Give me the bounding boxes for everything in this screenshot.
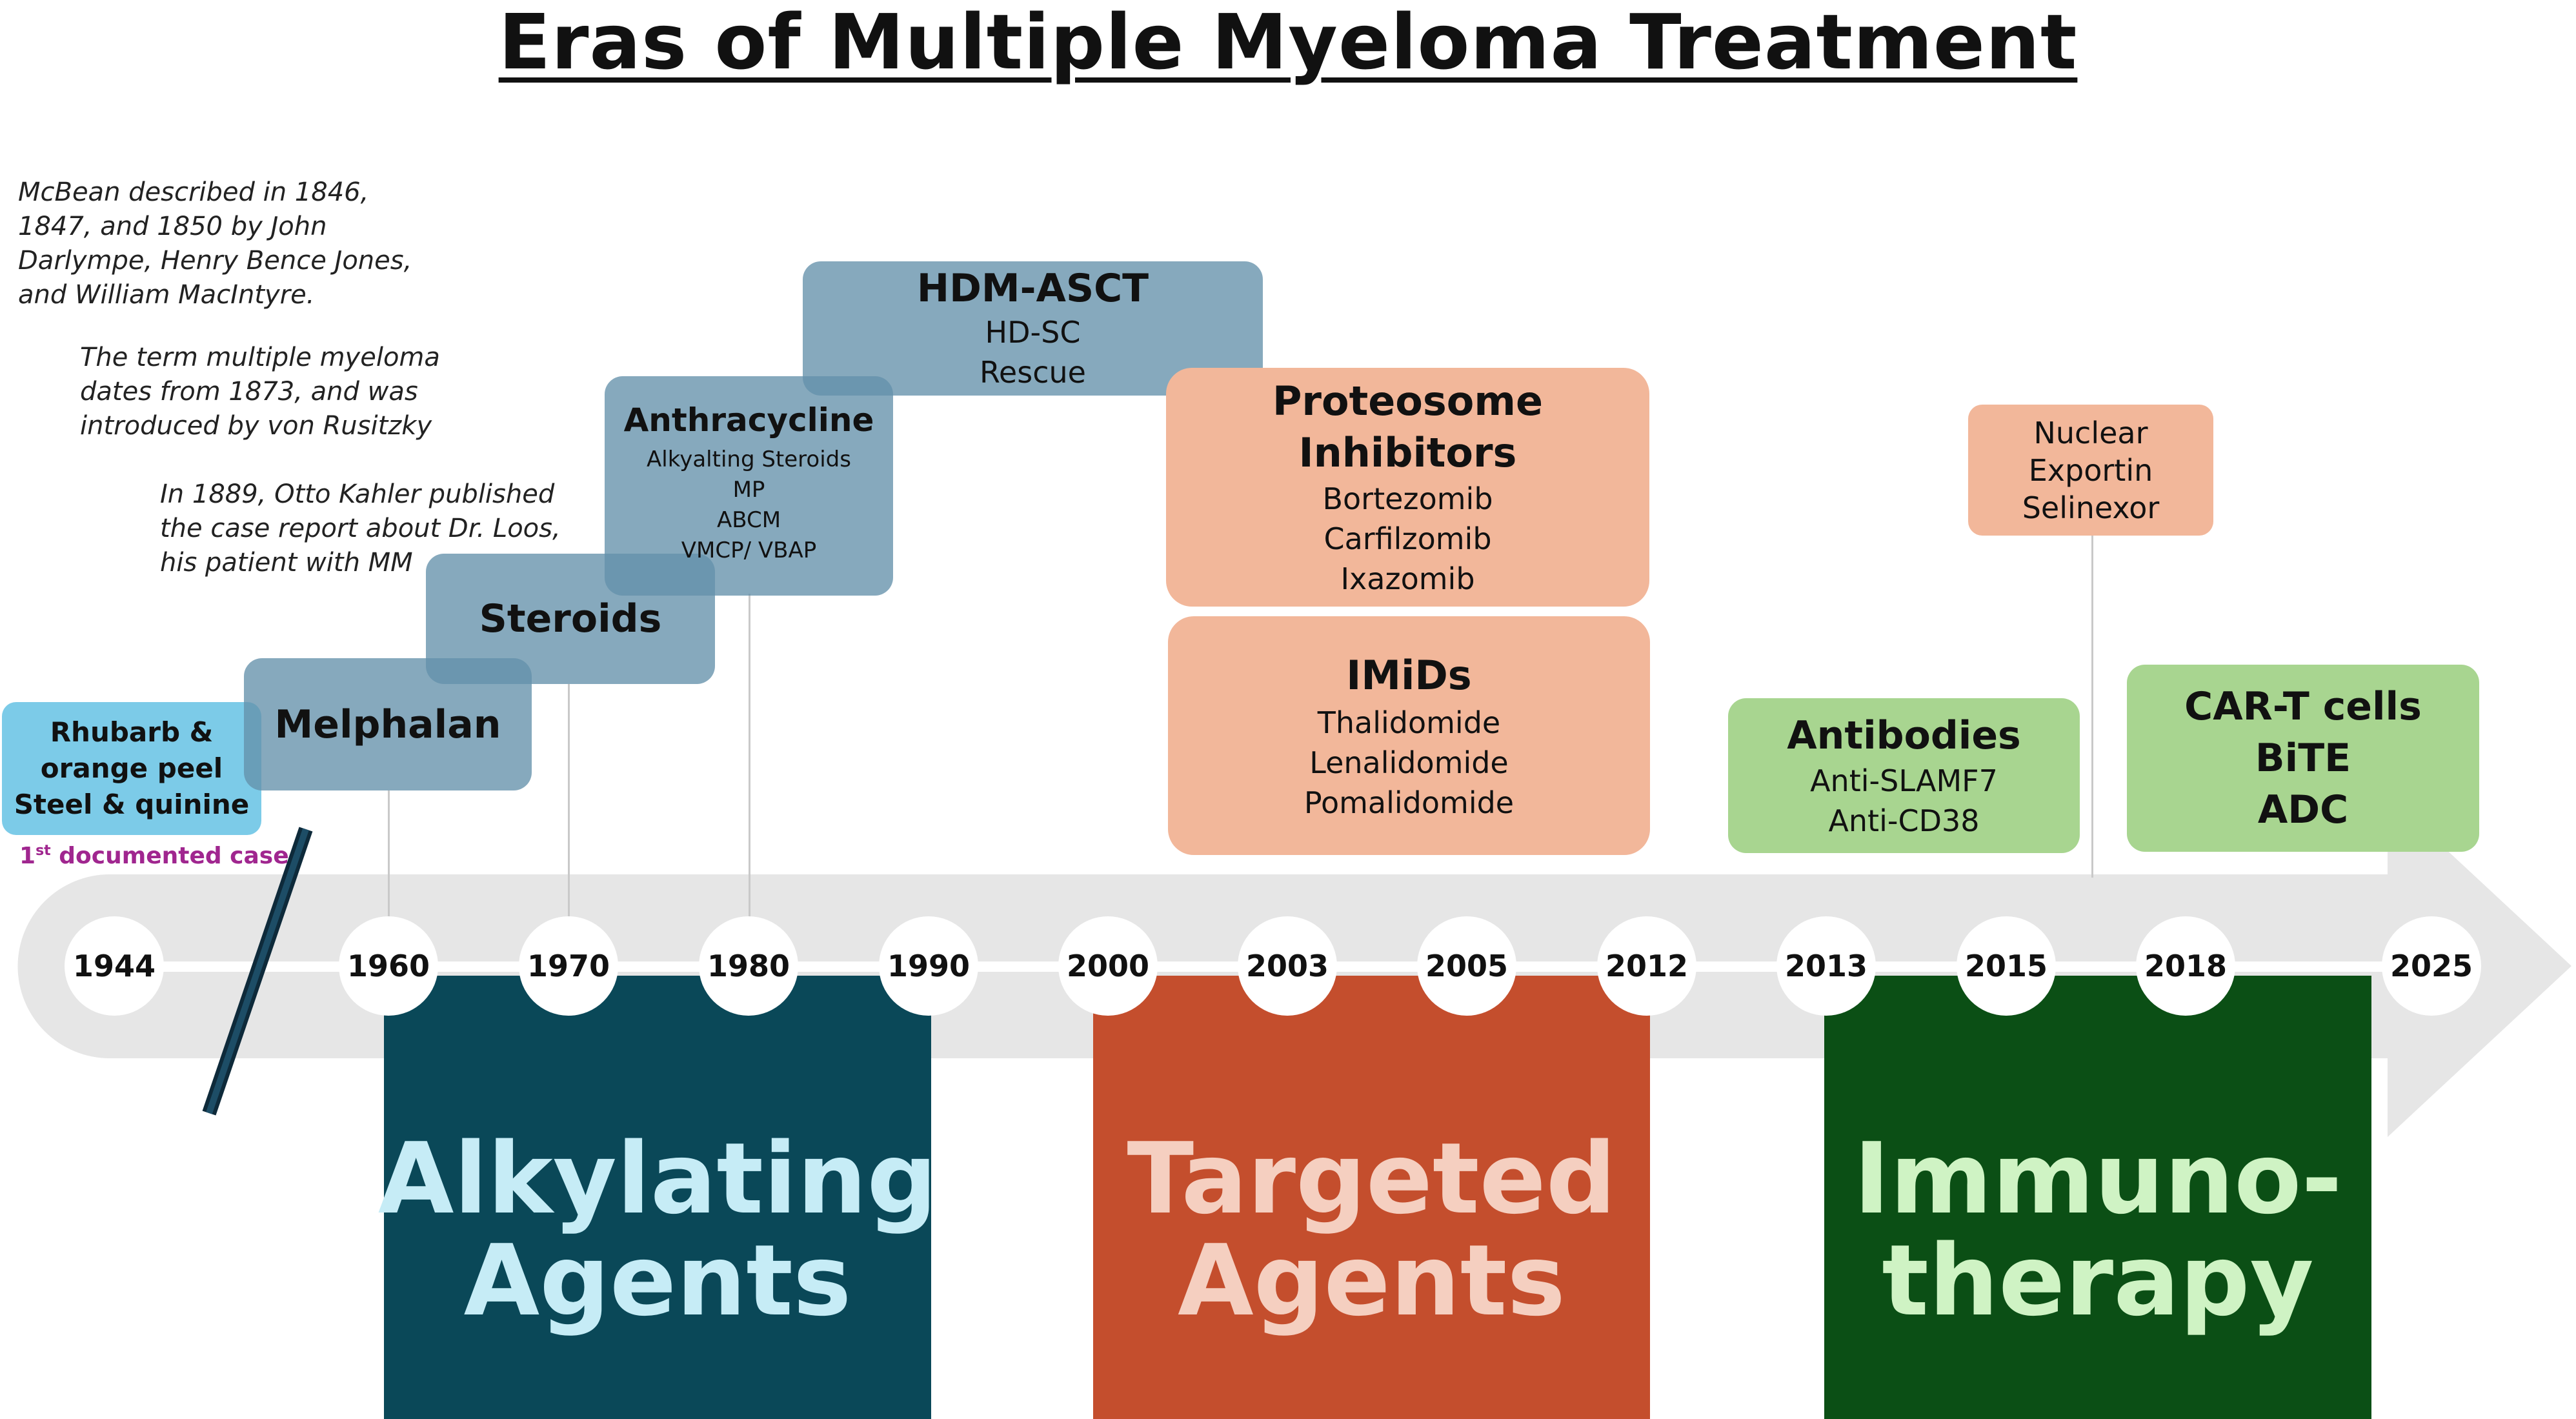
era-targeted-line1: Targeted — [1127, 1121, 1616, 1236]
timeline-node: 2015 — [1957, 916, 2056, 1016]
antibodies-box: Antibodies Anti-SLAMF7 Anti-CD38 — [1728, 698, 2080, 853]
cart-item: BiTE — [2255, 736, 2351, 781]
first-case-line1: Rhubarb & — [50, 716, 214, 748]
cart-item: ADC — [2257, 787, 2349, 832]
cart-item: CAR-T cells — [2184, 684, 2422, 729]
timeline-node: 1970 — [519, 916, 618, 1016]
steroids-title: Steroids — [479, 596, 662, 641]
first-case-label-superscript: st — [35, 843, 51, 859]
nuclear-exportin-item: Selinexor — [2022, 490, 2160, 525]
antibodies-item: Anti-CD38 — [1828, 803, 1980, 838]
hdm-asct-title: HDM-ASCT — [916, 266, 1149, 311]
first-case-line3: Steel & quinine — [14, 789, 250, 820]
melphalan-title: Melphalan — [274, 701, 501, 747]
anthracycline-box: Anthracycline Alkyalting Steroids MP ABC… — [605, 376, 893, 596]
era-alkylating-agents: Alkylating Agents — [378, 976, 937, 1419]
first-case-box: Rhubarb & orange peel Steel & quinine — [2, 702, 261, 835]
connector-1980 — [749, 594, 750, 920]
hdm-asct-item: HD-SC — [985, 315, 1081, 350]
timeline-node: 1990 — [879, 916, 978, 1016]
timeline-node: 2012 — [1597, 916, 1696, 1016]
timeline-node: 1944 — [65, 916, 164, 1016]
first-case-line2: orange peel — [40, 752, 223, 784]
proteasome-title-line1: Proteosome — [1272, 377, 1544, 425]
note-mcbean: McBean described in 1846, 1847, and 1850… — [18, 177, 412, 310]
proteasome-item: Carfilzomib — [1323, 521, 1492, 556]
imids-title: IMiDs — [1346, 652, 1472, 699]
first-documented-case-label: 1st documented case — [19, 843, 289, 869]
antibodies-item: Anti-SLAMF7 — [1810, 763, 1998, 798]
timeline-node: 1980 — [699, 916, 798, 1016]
timeline-node: 2025 — [2382, 916, 2481, 1016]
anthracycline-item: MP — [732, 477, 765, 503]
nuclear-exportin-box: Nuclear Exportin Selinexor — [1968, 405, 2213, 536]
imids-item: Thalidomide — [1317, 705, 1501, 740]
first-case-label-number: 1 — [19, 843, 36, 869]
cart-bite-adc-box: CAR-T cells BiTE ADC — [2127, 665, 2479, 852]
imids-item: Pomalidomide — [1303, 785, 1514, 820]
nuclear-exportin-item: Nuclear — [2033, 415, 2148, 450]
era-targeted-agents: Targeted Agents — [1093, 976, 1650, 1419]
antibodies-title: Antibodies — [1787, 713, 2021, 758]
connector-1970 — [568, 684, 570, 920]
timeline-node: 2000 — [1058, 916, 1158, 1016]
era-immuno-line1: Immuno- — [1853, 1121, 2342, 1236]
timeline-node: 2018 — [2136, 916, 2235, 1016]
connector-2015 — [2091, 536, 2093, 878]
imids-box: IMiDs Thalidomide Lenalidomide Pomalidom… — [1168, 616, 1650, 855]
anthracycline-item: ABCM — [716, 507, 781, 533]
hdm-asct-item: Rescue — [980, 355, 1086, 390]
first-case-label-text: documented case — [50, 843, 289, 869]
era-immuno-line2: therapy — [1882, 1223, 2314, 1338]
connector-1960 — [388, 790, 390, 920]
era-immunotherapy: Immuno- therapy — [1824, 976, 2371, 1419]
note-kahler: In 1889, Otto Kahler published the case … — [160, 479, 561, 578]
timeline-node: 1960 — [339, 916, 438, 1016]
timeline-break-slash — [202, 827, 313, 1116]
proteasome-inhibitors-box: Proteosome Inhibitors Bortezomib Carfilz… — [1166, 368, 1649, 607]
anthracycline-item: Alkyalting Steroids — [647, 447, 851, 472]
anthracycline-title: Anthracycline — [623, 401, 874, 439]
note-term-origin: The term multiple myeloma dates from 187… — [80, 343, 440, 441]
imids-item: Lenalidomide — [1309, 745, 1509, 780]
era-targeted-line2: Agents — [1178, 1223, 1565, 1338]
timeline-node: 2005 — [1417, 916, 1516, 1016]
proteasome-item: Bortezomib — [1322, 481, 1493, 516]
timeline-node: 2013 — [1776, 916, 1876, 1016]
era-alkylating-line2: Agents — [463, 1223, 852, 1338]
timeline-node: 2003 — [1238, 916, 1337, 1016]
diagram-title: Eras of Multiple Myeloma Treatment — [498, 0, 2078, 86]
proteasome-item: Ixazomib — [1340, 561, 1475, 596]
nuclear-exportin-item: Exportin — [2028, 452, 2153, 488]
anthracycline-item: VMCP/ VBAP — [681, 538, 817, 563]
proteasome-title-line2: Inhibitors — [1298, 429, 1517, 476]
era-alkylating-line1: Alkylating — [377, 1121, 938, 1236]
